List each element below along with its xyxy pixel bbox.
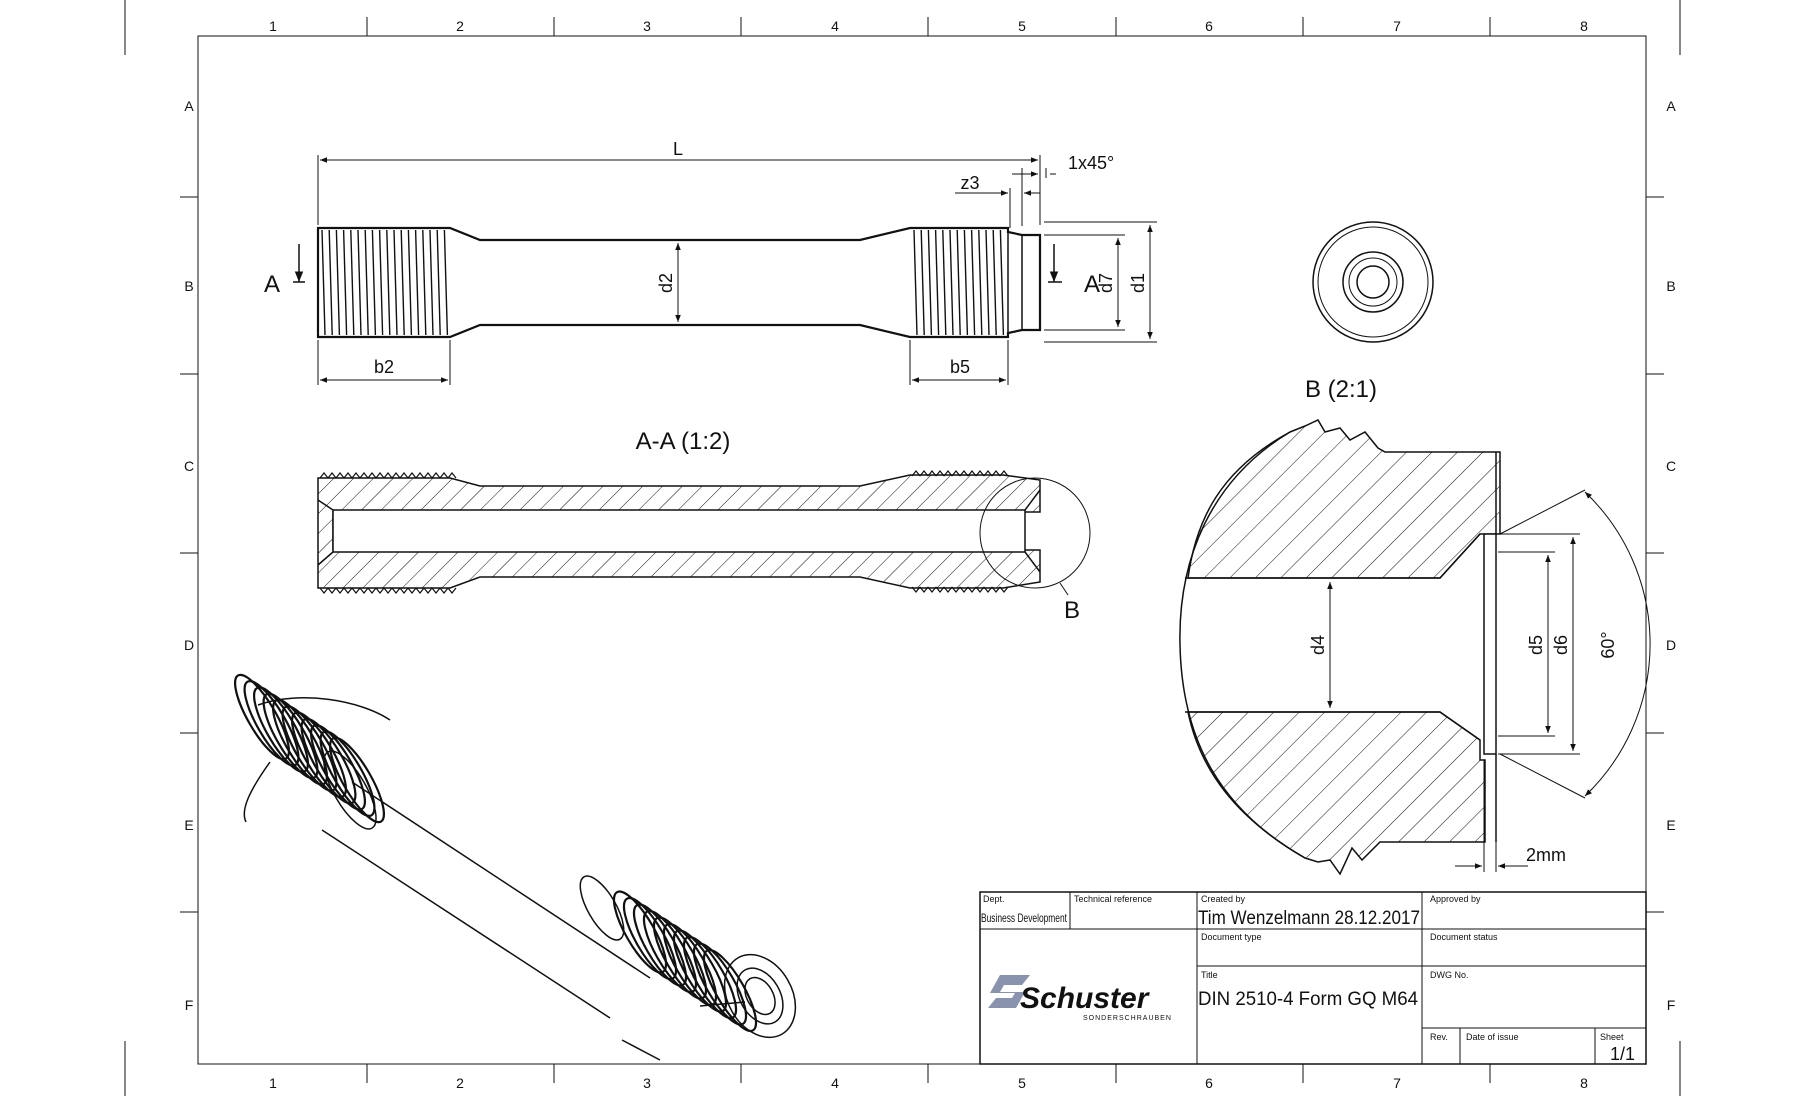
dimension-chamfer: 1x45° (1012, 153, 1114, 226)
title-block (979, 891, 1647, 1065)
section-title: A-A (1:2) (636, 428, 731, 455)
dimension-2mm: 2mm (1455, 760, 1566, 872)
col-label: 1 (269, 18, 277, 34)
approved-label: Approved by (1430, 894, 1481, 904)
sheet-frame (124, 0, 1681, 1096)
column-labels-bottom: 1 2 3 4 5 6 7 8 (269, 1075, 1588, 1091)
section-marker-left: A (264, 244, 305, 298)
detail-title: B (2:1) (1305, 376, 1377, 403)
col-label: 4 (831, 18, 839, 34)
dimension-d6: d6 (1498, 533, 1580, 755)
svg-text:b5: b5 (950, 357, 970, 377)
svg-text:L: L (673, 139, 683, 159)
row-label: C (1666, 458, 1676, 474)
section-marker-right: A (1048, 244, 1100, 298)
section-view (317, 470, 1041, 594)
rev-label: Rev. (1430, 1032, 1448, 1042)
doctype-label: Document type (1201, 932, 1262, 942)
col-label: 2 (456, 18, 464, 34)
svg-text:z3: z3 (960, 173, 979, 193)
row-label: B (1666, 278, 1675, 294)
column-labels-top: 1 2 3 4 5 6 7 8 (269, 18, 1588, 34)
row-label: A (184, 98, 194, 114)
row-label: E (1666, 817, 1675, 833)
svg-text:d7: d7 (1096, 273, 1116, 293)
col-label: 6 (1205, 1075, 1213, 1091)
row-label: A (1666, 98, 1676, 114)
svg-text:SONDERSCHRAUBEN: SONDERSCHRAUBEN (1083, 1015, 1172, 1022)
dimension-d5: d5 (1498, 551, 1555, 737)
dimension-d1: d1 (1044, 221, 1157, 343)
svg-text:1x45°: 1x45° (1068, 153, 1114, 173)
row-label: F (1667, 997, 1676, 1013)
col-label: 7 (1393, 18, 1401, 34)
row-labels-left: A B C D E F (184, 98, 194, 1013)
isometric-view (234, 673, 797, 1061)
row-label: E (184, 817, 193, 833)
col-label: 6 (1205, 18, 1213, 34)
col-label: 3 (643, 1075, 651, 1091)
col-label: 2 (456, 1075, 464, 1091)
row-label: C (184, 458, 194, 474)
col-label: 1 (269, 1075, 277, 1091)
row-label: D (1666, 637, 1676, 653)
front-view (316, 226, 1042, 339)
techref-label: Technical reference (1074, 894, 1152, 904)
dept-value: Business Development (981, 911, 1067, 925)
col-label: 5 (1018, 18, 1026, 34)
dimension-d4: d4 (1308, 582, 1333, 708)
svg-text:Schuster: Schuster (1020, 982, 1151, 1015)
dimension-z3: z3 (955, 173, 1040, 228)
sheet-value: 1/1 (1610, 1044, 1635, 1064)
row-label: B (184, 278, 193, 294)
dimension-L: L (317, 139, 1041, 225)
detail-view (1179, 419, 1501, 876)
svg-text:A: A (264, 271, 280, 298)
col-label: 4 (831, 1075, 839, 1091)
col-label: 5 (1018, 1075, 1026, 1091)
created-value: Tim Wenzelmann 28.12.2017 (1198, 908, 1420, 929)
created-label: Created by (1201, 894, 1246, 904)
row-label: F (185, 997, 194, 1013)
col-label: 7 (1393, 1075, 1401, 1091)
row-labels-right: A B C D E F (1666, 98, 1676, 1013)
svg-text:60°: 60° (1598, 631, 1618, 658)
col-label: 8 (1580, 18, 1588, 34)
svg-text:2mm: 2mm (1526, 845, 1566, 865)
dimension-d2: d2 (656, 243, 681, 322)
svg-text:B: B (1064, 597, 1080, 624)
svg-text:A: A (1084, 271, 1100, 298)
svg-text:d6: d6 (1551, 635, 1571, 655)
end-view (1312, 221, 1434, 343)
row-label: D (184, 637, 194, 653)
dept-label: Dept. (983, 894, 1005, 904)
svg-text:b2: b2 (374, 357, 394, 377)
svg-text:d5: d5 (1526, 635, 1546, 655)
company-logo: Schuster SONDERSCHRAUBEN (988, 975, 1172, 1022)
dimension-angle: 60° (1499, 489, 1651, 799)
title-label: Title (1201, 970, 1218, 980)
dimension-b2: b2 (317, 340, 451, 385)
dwg-label: DWG No. (1430, 970, 1469, 980)
sheet-label: Sheet (1600, 1032, 1624, 1042)
date-label: Date of issue (1466, 1032, 1519, 1042)
col-label: 3 (643, 18, 651, 34)
dimension-d7: d7 (1044, 234, 1125, 331)
svg-text:d2: d2 (656, 273, 676, 293)
detail-circle: B (979, 477, 1091, 624)
col-label: 8 (1580, 1075, 1588, 1091)
docstatus-label: Document status (1430, 932, 1498, 942)
dimension-b5: b5 (909, 340, 1009, 385)
svg-text:d1: d1 (1128, 273, 1148, 293)
svg-text:d4: d4 (1308, 635, 1328, 655)
title-value: DIN 2510-4 Form GQ M64 (1198, 989, 1418, 1010)
